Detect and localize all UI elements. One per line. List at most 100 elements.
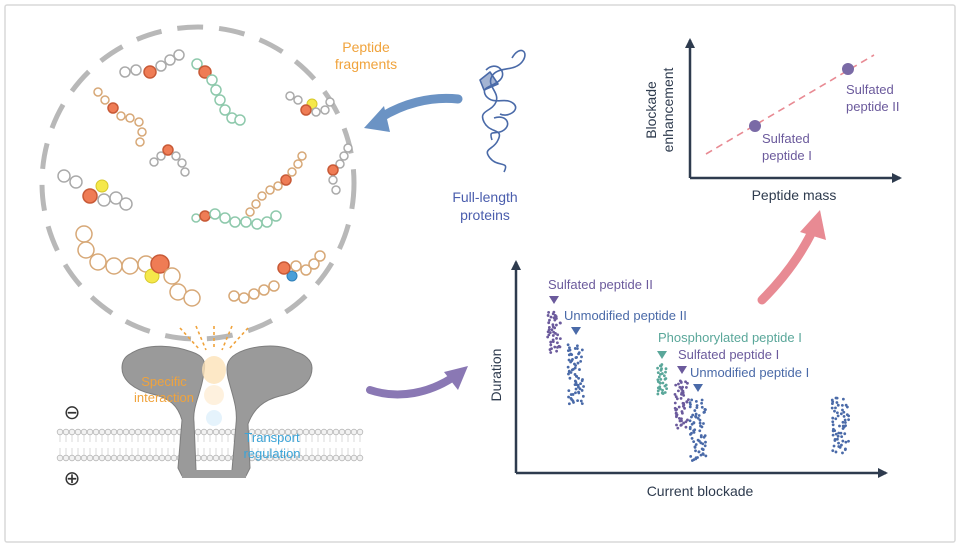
event-dot — [701, 442, 705, 446]
specific-interaction-label: Specific — [141, 374, 187, 389]
event-dot — [691, 413, 695, 417]
event-dot — [830, 406, 834, 410]
event-dot — [555, 323, 558, 327]
event-dot — [656, 371, 660, 375]
event-dot — [700, 401, 703, 405]
event-dot — [698, 421, 702, 425]
event-dot — [690, 398, 694, 402]
event-dot — [833, 409, 836, 413]
event-dot — [575, 344, 579, 348]
event-dot — [843, 432, 847, 436]
event-dot — [553, 345, 557, 349]
event-dot — [663, 377, 667, 381]
event-dot — [834, 432, 838, 436]
event-dot — [681, 404, 685, 408]
event-dot — [701, 453, 705, 456]
event-dot — [547, 328, 551, 332]
event-dot — [704, 454, 708, 458]
event-dot — [661, 392, 665, 395]
event-dot — [844, 440, 848, 444]
pink-arrow — [757, 227, 817, 305]
event-dot — [676, 389, 680, 393]
event-dot — [684, 420, 688, 424]
lipid-head — [308, 454, 316, 462]
event-dot — [663, 384, 667, 388]
event-dot — [831, 420, 835, 424]
peptide-chain — [245, 151, 307, 217]
event-dot — [567, 353, 571, 357]
event-dot — [546, 335, 550, 339]
event-dot — [546, 330, 550, 334]
event-dot — [581, 394, 585, 398]
event-dot — [675, 423, 678, 427]
lipid-head — [320, 454, 328, 462]
lipid-head — [206, 454, 214, 462]
lipid-head — [110, 428, 118, 436]
event-dot — [679, 380, 683, 384]
event-dot — [549, 343, 553, 347]
event-dot — [553, 318, 557, 322]
event-dot — [656, 366, 660, 370]
event-dot — [694, 449, 697, 453]
event-dot — [843, 418, 847, 422]
lipid-head — [200, 428, 208, 436]
event-dot — [575, 347, 579, 350]
lipid-head — [104, 428, 112, 436]
event-dot — [577, 376, 580, 380]
event-dot — [662, 374, 666, 378]
event-dot — [695, 404, 699, 407]
event-dot — [566, 349, 570, 353]
event-dot — [570, 368, 574, 372]
nanopore — [121, 345, 313, 478]
event-dot — [576, 399, 579, 402]
event-dot — [676, 426, 680, 430]
event-dot — [682, 393, 686, 397]
event-dot — [677, 417, 681, 420]
event-dot — [550, 328, 554, 332]
lipid-head — [98, 428, 106, 436]
event-dot — [838, 424, 841, 428]
event-dot — [841, 408, 844, 412]
lipid-head — [134, 454, 142, 462]
lipid-head — [92, 454, 100, 462]
event-dot — [688, 419, 692, 423]
event-dot — [836, 437, 839, 441]
event-dot — [665, 387, 669, 391]
event-dot — [686, 418, 689, 422]
event-dot — [551, 323, 555, 327]
event-dot — [572, 401, 575, 404]
event-dot — [831, 429, 835, 433]
event-dot — [558, 337, 562, 341]
event-dot — [685, 386, 688, 389]
event-dot — [690, 436, 694, 440]
event-dot — [567, 389, 571, 393]
event-dot — [692, 430, 696, 434]
duration-plot: Duration Current blockade Sulfated pepti… — [488, 260, 888, 499]
event-dot — [663, 391, 667, 394]
event-dot — [578, 368, 581, 371]
mass-plot-ylabel: Blockade — [643, 81, 659, 139]
event-dot — [673, 392, 677, 396]
event-dot — [574, 387, 578, 391]
event-dot — [548, 348, 552, 351]
event-dot — [673, 401, 677, 405]
lipid-head — [86, 428, 94, 436]
duration-plot-xlabel: Current blockade — [647, 483, 754, 499]
event-dot — [547, 310, 551, 314]
lipid-head — [56, 428, 64, 436]
event-dot — [703, 444, 707, 448]
event-dot — [685, 400, 689, 404]
lipid-head — [164, 454, 172, 462]
figure-frame — [4, 4, 956, 543]
lipid-head — [158, 428, 166, 436]
event-dot — [558, 321, 562, 325]
event-dot — [679, 396, 683, 400]
digest-arrow — [375, 93, 463, 123]
event-dot — [579, 382, 582, 386]
event-dot — [546, 314, 550, 317]
event-dot — [831, 416, 835, 420]
event-dot — [842, 415, 846, 418]
peptide-chain — [57, 169, 133, 211]
event-marker — [571, 327, 581, 335]
event-dot — [697, 450, 701, 454]
